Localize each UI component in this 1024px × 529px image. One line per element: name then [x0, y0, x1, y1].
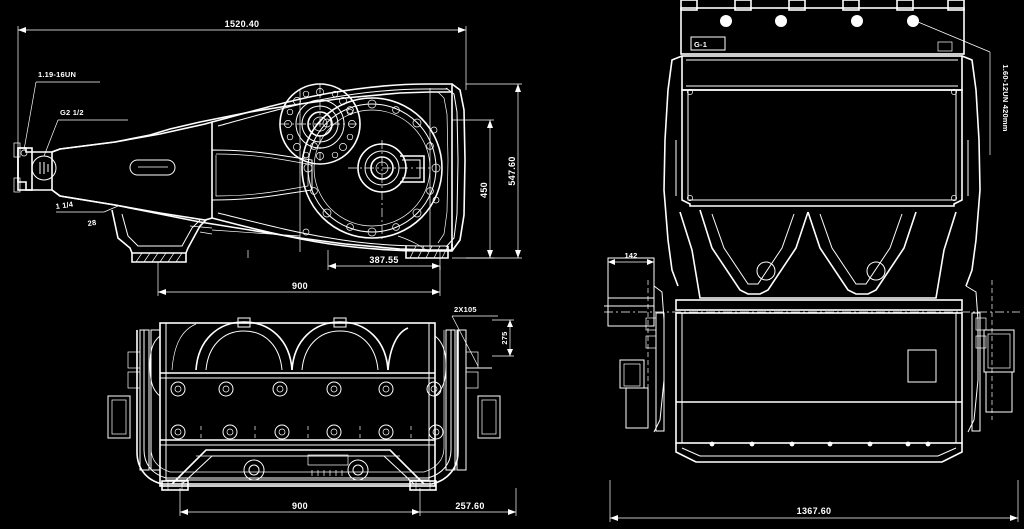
front-view-right-endplate: [434, 329, 501, 471]
right-hatch: [409, 245, 449, 259]
dim-overall-width: 1367.60: [609, 480, 1019, 522]
dim-overall-width-label: 1367.60: [797, 506, 832, 516]
dim-overall-length: 1520.40: [17, 19, 467, 148]
dim-overall-height: 547.60: [466, 83, 522, 259]
view-right: G-1: [604, 0, 1020, 463]
front-view-lower-bolt-row: [170, 424, 444, 440]
callout-port-label: G2 1/2: [60, 108, 84, 117]
dim-track-width: 900: [157, 262, 441, 296]
view-bottom-left: [107, 317, 501, 491]
dim-span-width: 900: [179, 488, 421, 516]
front-view-arches: [171, 317, 409, 371]
callout-side-thread: 1.60-12UN 420mm: [917, 21, 1010, 155]
side-view-lower-frame: [604, 299, 1020, 463]
top-view-internal-lines: [189, 88, 440, 258]
dim-overall-length-label: 1520.40: [225, 19, 260, 29]
front-view-left-endplate: [107, 329, 161, 471]
callout-port: G2 1/2: [31, 108, 128, 181]
side-view-main-body: [681, 89, 963, 207]
side-view-top-tabs: [680, 0, 965, 11]
front-view-outer-shell: [136, 330, 459, 485]
callout-side-thread-label: 1.60-12UN 420mm: [1001, 64, 1010, 131]
side-view-right-bracket: [965, 280, 1015, 433]
dim-bracket-offset: 142: [607, 251, 655, 268]
side-view-upper-band: [681, 55, 963, 91]
view-top-left: [13, 83, 466, 263]
dim-edge: 275: [492, 319, 514, 357]
top-view-output-shaft: [348, 140, 432, 240]
dim-edge-label: 275: [500, 331, 509, 344]
front-view-upper-bolt-row: [170, 381, 442, 397]
dim-inner-height-label: 450: [479, 182, 489, 198]
dim-inner-height: 450: [452, 119, 494, 259]
dim-end-offset: 257.60: [420, 488, 517, 516]
callout-thread: 1.19-16UN: [20, 70, 100, 157]
front-view-skid-frame: [161, 449, 437, 491]
dim-overall-height-label: 547.60: [507, 156, 517, 185]
front-view-dimensions: 900 257.60 2X105 275: [179, 305, 517, 516]
side-view-skid-bolts: [709, 441, 931, 447]
top-view-housing-outline: [211, 83, 466, 252]
top-view-large-gear: [301, 97, 443, 239]
top-view-upper-flange: [279, 83, 361, 165]
callout-lower: 1 1/4 28: [55, 200, 119, 228]
front-view-center-hatch: [311, 470, 343, 476]
top-view-hopper: [111, 209, 449, 263]
hopper-hatch: [135, 252, 183, 263]
top-view-oval-slot: [129, 159, 176, 176]
dim-span-width-label: 900: [292, 501, 308, 511]
dim-end-offset-label: 257.60: [455, 501, 484, 511]
dim-center-distance-label: 387.55: [369, 255, 398, 265]
side-view-plate-tag-label: G-1: [694, 40, 707, 49]
large-gear-bolt-circle: [303, 99, 441, 237]
dim-track-width-label: 900: [292, 281, 308, 291]
dim-center-distance: 387.55: [327, 250, 441, 270]
top-view-dimensions: 1520.40 387.55 900 450: [17, 19, 522, 296]
front-view-slot-marks: [200, 426, 412, 438]
callout-lower-label-2: 28: [87, 218, 97, 228]
side-view-w-hopper: [679, 209, 957, 299]
side-view-dimensions: 1.60-12UN 420mm 142 1367.60: [607, 21, 1019, 522]
callout-hole-pattern-label: 2X105: [454, 305, 477, 314]
side-view-top-cap: G-1: [680, 0, 965, 55]
dim-bracket-offset-label: 142: [624, 251, 637, 260]
side-view-taper-walls: [663, 55, 981, 287]
side-view-left-bracket: [604, 257, 665, 433]
upper-flange-bolt-circle: [284, 88, 356, 160]
callout-thread-label: 1.19-16UN: [38, 70, 76, 79]
callout-lower-label: 1 1/4: [55, 200, 74, 211]
callout-hole-pattern: 2X105: [451, 305, 498, 367]
